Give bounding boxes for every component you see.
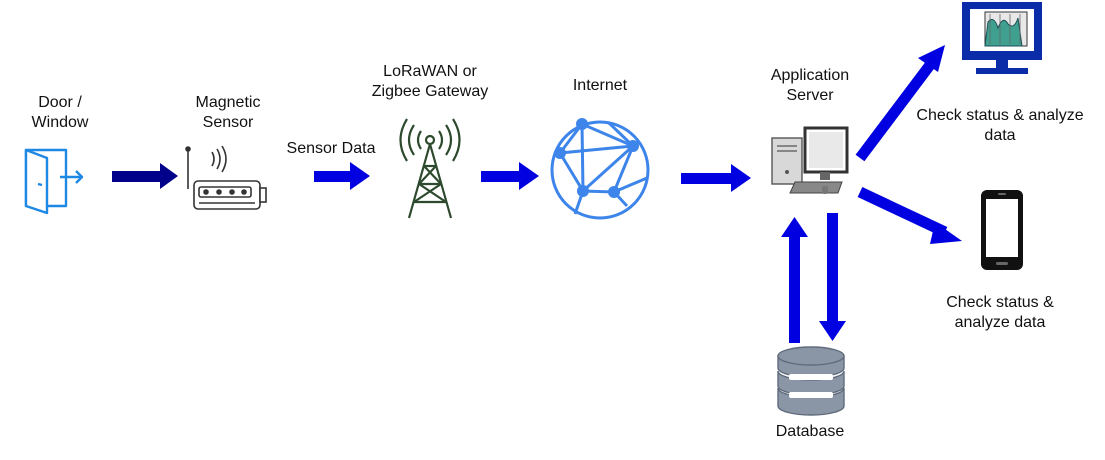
magnetic-sensor-label: Magnetic Sensor [195, 94, 261, 131]
gateway-label: LoRaWAN or Zigbee Gateway [371, 63, 489, 100]
database-label: Database [775, 423, 845, 440]
arrow-server-to-phone [857, 187, 962, 244]
phone-check-status-label: Check status & analyze data [946, 294, 1054, 331]
arrow-gateway-to-internet [481, 162, 539, 190]
internet-label: Internet [572, 77, 628, 94]
arrow-sensor-to-gateway [314, 162, 370, 190]
sensor-data-label: Sensor Data [286, 140, 376, 157]
arrow-door-to-sensor [112, 163, 178, 189]
arrow-database-to-server [781, 217, 808, 343]
application-server-icon [771, 126, 849, 194]
arrow-server-to-database [819, 213, 846, 341]
smartphone-icon [981, 190, 1023, 270]
arrow-server-to-monitor [855, 45, 945, 162]
monitor-check-status-label: Check status & analyze data [916, 107, 1084, 144]
door-icon [24, 148, 84, 215]
internet-globe-icon [550, 118, 650, 220]
monitor-icon [962, 2, 1042, 74]
door-window-label: Door / Window [31, 94, 89, 131]
arrow-internet-to-server [681, 164, 751, 192]
application-server-label: Application Server [770, 67, 850, 104]
magnetic-sensor-icon [185, 145, 267, 210]
database-icon [777, 346, 845, 416]
gateway-tower-icon [399, 118, 461, 219]
